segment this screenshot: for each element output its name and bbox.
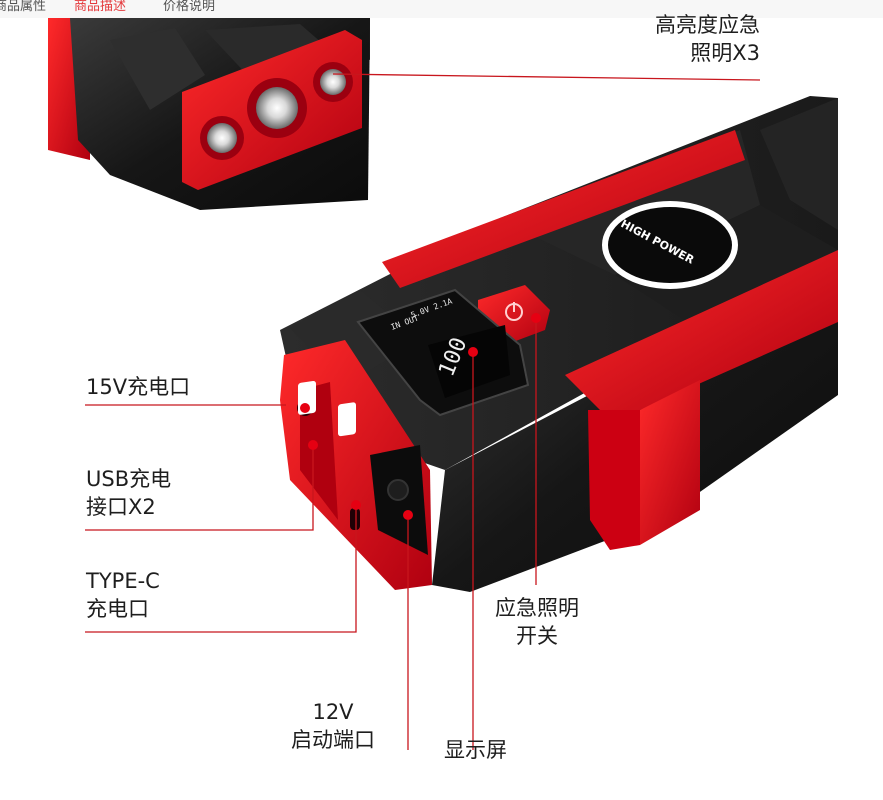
jump-starter-body: 100 IN OUT 5.0V 2.1A HIGH POWER	[280, 96, 838, 592]
display-screen: 100 IN OUT 5.0V 2.1A	[356, 288, 530, 417]
callout-usb-ports: USB充电 接口X2	[86, 467, 172, 519]
callout-12v-port: 12V 启动端口	[291, 700, 375, 752]
tab-bar: 商品属性 商品描述 价格说明	[0, 0, 883, 18]
led-center-icon	[256, 87, 298, 129]
callout-typec-port: TYPE-C 充电口	[86, 569, 160, 621]
usb-port-2	[338, 402, 356, 437]
led-left-icon	[207, 123, 237, 153]
callout-lines	[85, 73, 761, 750]
tab-price-notes[interactable]: 价格说明	[163, 0, 216, 14]
led-right-icon	[320, 69, 346, 95]
light-module-closeup	[48, 18, 370, 210]
tab-product-description[interactable]: 商品描述	[74, 0, 127, 14]
callout-lighting: 高亮度应急 照明X3	[655, 13, 760, 65]
callout-15v-port: 15V充电口	[86, 375, 191, 399]
callout-display: 显示屏	[444, 738, 507, 762]
brand-badge: HIGH POWER	[602, 201, 738, 289]
typec-port	[350, 508, 360, 530]
product-diagram: 100 IN OUT 5.0V 2.1A HIGH POWER	[0, 13, 883, 800]
product-illustration: 100 IN OUT 5.0V 2.1A HIGH POWER	[48, 18, 838, 750]
callout-line-usb	[85, 445, 314, 531]
callout-line-typec	[85, 505, 357, 633]
callout-line-lighting	[332, 73, 761, 81]
tab-product-attributes[interactable]: 商品属性	[0, 0, 47, 14]
callout-light-switch: 应急照明 开关	[495, 596, 579, 648]
callout-dots	[300, 313, 541, 520]
